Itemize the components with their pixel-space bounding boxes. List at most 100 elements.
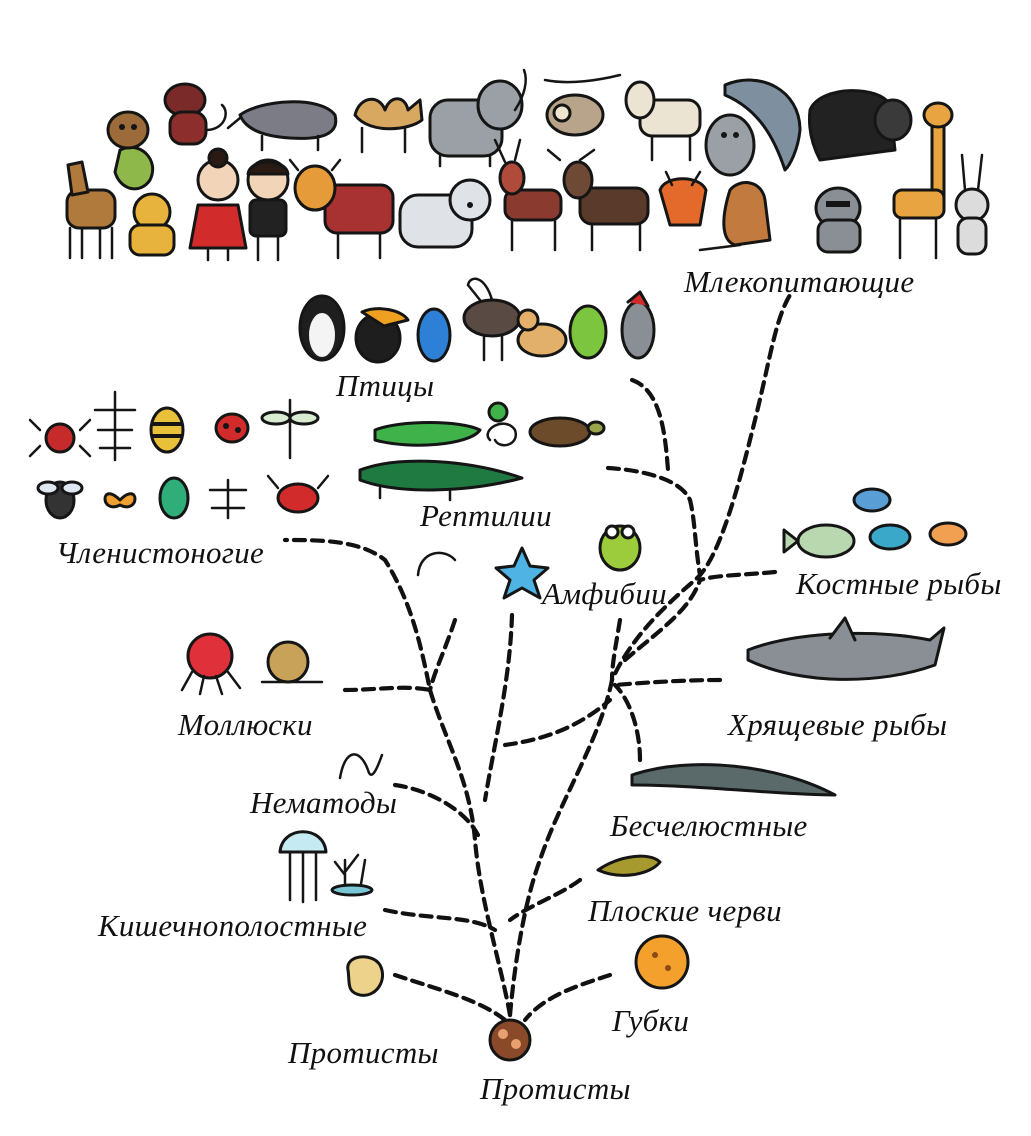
coral-icon [330,853,374,897]
sloth-icon [543,73,622,137]
label-jawless: Бесчелюстные [610,808,808,843]
branch-mollusks [342,685,433,693]
stick-insect-icon [93,390,137,462]
branch-cnidarians [382,907,498,933]
arthropods-group [28,390,330,520]
ostrich-icon [462,277,522,362]
label-nematodes: Нематоды [250,785,398,820]
label-cartilaginous-fish: Хрящевые рыбы [728,707,948,742]
label-protists-left: Протисты [288,1035,439,1070]
branch-echinoderm-join [502,697,613,748]
mammals-group [65,68,990,262]
fish-icon [852,487,892,513]
dolphin-icon [723,78,802,172]
branch-sponges [522,972,613,1023]
seal-icon [704,113,756,177]
dragonfly-icon [260,398,320,460]
ladybug-icon [214,412,250,444]
fish-icon [928,521,968,547]
elephant-icon [428,68,527,168]
branch-protists-left [392,972,508,1023]
snake-icon [486,401,518,447]
branch-root-left [282,537,513,1018]
label-arthropods: Членистоногие [56,535,265,570]
branch-bony-fish [697,569,778,583]
protist-colony-icon [488,1018,532,1062]
label-birds: Птицы [336,368,435,403]
birds-group [298,277,656,364]
green-bird-icon [568,304,608,360]
snail-icon [260,640,324,684]
raccoon-icon [814,186,862,254]
goat-icon [624,80,702,162]
branch-nematodes [392,782,481,838]
label-reptiles: Рептилии [420,498,552,533]
polar-bear-icon [398,178,492,249]
fish-icon [868,523,912,551]
branch-amphibians [609,617,623,683]
label-flatworms: Плоские черви [588,893,782,928]
butterfly-icon [103,492,137,509]
earthworm-icon [416,551,457,577]
turtle-icon [528,416,606,448]
mosquito-icon [208,478,248,520]
boy-icon [246,158,290,262]
branch-root-right [507,292,793,1018]
bee-icon [149,406,185,454]
moose-icon [546,148,650,252]
rabbit-icon [954,153,990,256]
lizard-icon [373,421,482,447]
other-organisms-group [180,487,968,1062]
fish-icon [782,523,856,559]
jellyfish-icon [278,830,328,904]
branch-jawless [612,682,643,763]
branch-starfish [482,612,515,803]
label-amphibians: Амфибии [542,576,667,611]
duck-icon [516,308,568,358]
camel-icon [353,97,424,154]
monkey-icon [106,110,155,191]
frog-icon [598,524,642,572]
monkey-icon [163,82,227,146]
girl-icon [188,147,248,262]
penguin-icon [298,294,346,362]
octopus-icon [180,632,242,696]
dog-icon [128,192,176,257]
crocodile-icon [358,459,524,502]
label-protists-root: Протисты [480,1071,631,1106]
branch-amniote [622,577,703,663]
deer-icon [65,160,117,260]
branch-reptiles [605,465,703,578]
branch-earthworm [427,617,458,693]
tree-branches [282,292,793,1023]
red-deer-icon [493,138,563,252]
beetle-icon [158,476,190,520]
giraffe-icon [892,101,954,260]
sponge-icon [634,934,690,990]
kangaroo-icon [698,181,772,252]
lamprey-icon [630,763,837,797]
branch-flatworms [507,877,583,923]
bison-icon [808,89,913,162]
anteater-icon [226,100,338,152]
fox-icon [658,170,708,227]
nematode-icon [338,753,384,780]
fly-icon [36,480,84,520]
label-mammals: Млекопитающие [684,264,915,299]
bull-icon [288,158,395,260]
spider-icon [28,418,92,458]
shark-icon [746,616,946,681]
woodpecker-icon [620,290,656,360]
toucan-icon [354,307,410,364]
crab-icon [266,474,330,514]
branch-cartilaginous [612,677,723,688]
label-cnidarians: Кишечнополостные [98,908,368,943]
label-bony-fish: Костные рыбы [796,566,1002,601]
label-sponges: Губки [612,1003,690,1038]
label-mollusks: Моллюски [178,707,313,742]
starfish-icon [494,546,550,600]
reptiles-group [358,401,606,502]
branch-birds [629,377,671,473]
